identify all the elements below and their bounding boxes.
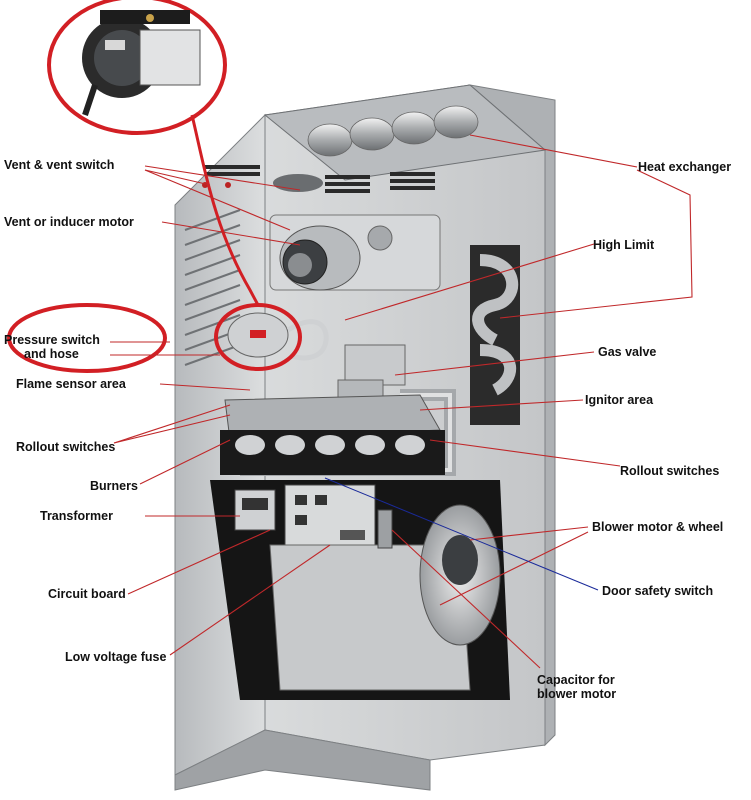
label-low-voltage-fuse: Low voltage fuse [65,650,167,664]
label-pressure-switch: Pressure switch and hose [4,333,100,361]
label-burners: Burners [90,479,138,493]
label-blower-motor: Blower motor & wheel [592,520,724,534]
pressure-switch [227,312,329,361]
pressure-switch-inset [82,10,201,116]
label-door-safety: Door safety switch [602,584,714,598]
label-heat-exchanger: Heat exchanger [638,160,732,174]
label-high-limit: High Limit [593,238,655,252]
label-capacitor-line2: blower motor [537,687,617,701]
label-inducer-motor: Vent or inducer motor [4,215,134,229]
label-circuit-board: Circuit board [48,587,126,601]
label-capacitor: Capacitor for blower motor [537,673,616,701]
label-ignitor: Ignitor area [585,393,654,407]
label-pressure-switch-line2: and hose [24,347,79,361]
label-vent-switch: Vent & vent switch [4,158,115,172]
side-heat-exchanger [470,245,520,425]
inducer-motor [269,214,441,291]
highlight-annotations [7,0,302,373]
label-capacitor-line1: Capacitor for [537,673,615,687]
label-gas-valve: Gas valve [598,345,657,359]
blower-compartment [210,480,510,700]
heat-exchanger-tubes [307,105,479,157]
label-pressure-switch-line1: Pressure switch [4,333,100,347]
burner-assembly [220,394,445,475]
label-rollout-left: Rollout switches [16,440,116,454]
label-transformer: Transformer [40,509,113,523]
label-rollout-right: Rollout switches [620,464,720,478]
label-flame-sensor: Flame sensor area [16,377,126,391]
side-louvers [184,209,241,366]
leader-lines [110,134,693,669]
